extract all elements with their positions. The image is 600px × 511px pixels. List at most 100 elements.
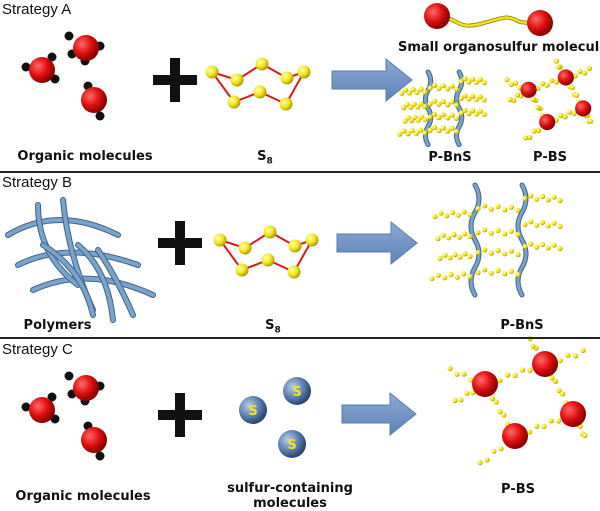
sulfur-chain-atom [569, 84, 575, 91]
sulfur-chain-atom [436, 114, 442, 121]
sulfur-chain-atom [435, 272, 441, 278]
strategy-c-sulfur-containing-molecules: SSS [239, 377, 311, 458]
sulfur-chain-atom [464, 390, 470, 396]
sulfur-chain-atom [507, 96, 513, 103]
hydrogen-atom [95, 451, 105, 461]
sulfur-chain-atom [415, 117, 421, 123]
sulfur-chain-atom [508, 228, 514, 234]
sulfur-chain-atom [470, 76, 476, 82]
sulfur-chain-atom [493, 399, 499, 405]
sulfur-chain-atom [466, 110, 472, 117]
sulfur-chain-atom [422, 117, 428, 123]
sulfur-chain-atom [553, 58, 560, 64]
sulfur-chain-atom [572, 73, 578, 79]
sulfur-chain-atom [588, 118, 594, 124]
sulfur-chain-atom [462, 76, 468, 82]
sulfur-chain-atom [422, 103, 428, 110]
sulfur-chain-atom [414, 89, 420, 96]
sulfur-chain-atom [449, 83, 455, 89]
hydrogen-atom [95, 111, 105, 121]
sulfur-chain-atom [515, 207, 521, 214]
sulfur-chain-atom [559, 391, 566, 397]
sulfur-chain-atom [447, 255, 453, 261]
sulfur-chain-atom [535, 127, 542, 134]
sulfur-chain-atom [436, 85, 442, 92]
strategy-b-plus-icon [158, 221, 202, 265]
sulfur-chain-atom [402, 87, 409, 93]
sulfur-chain-atom [449, 125, 455, 131]
sulfur-atom [287, 265, 301, 279]
sulfur-chain-atom [571, 110, 577, 116]
polymer-strand [31, 276, 155, 297]
organic-atom [527, 10, 553, 36]
sulfur-atom [297, 65, 311, 79]
sulfur-atom [279, 97, 293, 111]
strategy-a-pbs-structure [504, 58, 594, 141]
sulfur-chain-atom [553, 79, 560, 85]
sulfur-chain-atom [481, 80, 487, 86]
sulfur-chain-atom [488, 250, 494, 256]
strategy-c-reactant1-label: Organic molecules [15, 489, 151, 504]
sulfur-chain-atom [555, 64, 561, 70]
sulfur-chain-atom [455, 212, 461, 218]
sulfur-chain-atom [445, 115, 451, 121]
sulfur-chain-atom [477, 76, 483, 83]
strategy-c-product-pbs-label: P-BS [501, 482, 535, 497]
divider-b-c [0, 337, 600, 339]
hydrogen-atom [64, 371, 74, 381]
hydrogen-atom [47, 392, 57, 402]
sulfur-atom [255, 57, 269, 71]
sulfur-chain-atom [440, 83, 446, 89]
reaction-arrow [341, 391, 417, 437]
sulfur-chain-atom [461, 371, 467, 377]
strategy-a-s8-label: S8 [245, 149, 285, 167]
sulfur-chain-atom [534, 222, 540, 228]
sulfur-chain-atom [453, 86, 460, 92]
sulfur-atom [263, 225, 277, 239]
sulfur-chain-atom [489, 395, 496, 402]
organic-atom [29, 57, 55, 83]
sulfur-chain-atom [491, 448, 497, 454]
sulfur-chain-atom [557, 358, 563, 364]
sulfur-chain-atom [558, 112, 564, 119]
sulfur-chain-atom [449, 209, 456, 216]
sulfur-chain-atom [458, 78, 464, 85]
sulfur-chain-atom [427, 114, 433, 120]
sulfur-chain-atom [462, 231, 468, 237]
sulfur-chain-atom [577, 68, 583, 75]
sulfur-chain-atom [448, 271, 454, 278]
s8-main: S [265, 318, 275, 333]
strategy-b-polymer-mesh [5, 197, 156, 323]
sulfur-chain-atom [515, 231, 521, 238]
sulfur-chain-atom [446, 235, 452, 241]
sulfur-chain-atom [440, 125, 446, 131]
sulfur-chain-atom [497, 408, 503, 415]
sulfur-chain-atom [467, 273, 473, 280]
sulfur-chain-atom [498, 446, 504, 452]
sulfur-chain-atom [438, 210, 444, 216]
sulfur-atom [205, 65, 219, 79]
sulfur-chain-atom [508, 248, 514, 254]
sulfur-chain-atom [535, 104, 541, 111]
sulfur-chain-atom [401, 105, 407, 111]
sulfur-chain-atom [557, 245, 563, 252]
sulfur-chain-atom [574, 92, 580, 98]
sulfur-chain-atom [514, 92, 521, 98]
sulfur-atom [235, 263, 249, 277]
sulfur-chain-atom [501, 412, 507, 418]
sulfur-chain-atom [530, 343, 536, 349]
sulfur-chain-atom [482, 227, 488, 233]
sulfur-chain-atom [466, 79, 472, 85]
sulfur-atom [230, 73, 244, 87]
sulfur-chain-atom [449, 99, 455, 105]
sulfur-chain-atom [432, 213, 438, 220]
sulfur-chain-atom [431, 82, 438, 88]
strategy-b-s8-ring [213, 225, 319, 279]
sulfur-chain-atom [453, 115, 460, 121]
sulfur-atom [288, 239, 302, 253]
sulfur-chain-atom [454, 371, 460, 377]
sulfur-chain-atom [557, 197, 563, 204]
strategy-a-product-pbs-label: P-BS [533, 150, 567, 165]
reaction-arrow [331, 57, 413, 103]
sulfur-chain-atom [431, 124, 438, 131]
